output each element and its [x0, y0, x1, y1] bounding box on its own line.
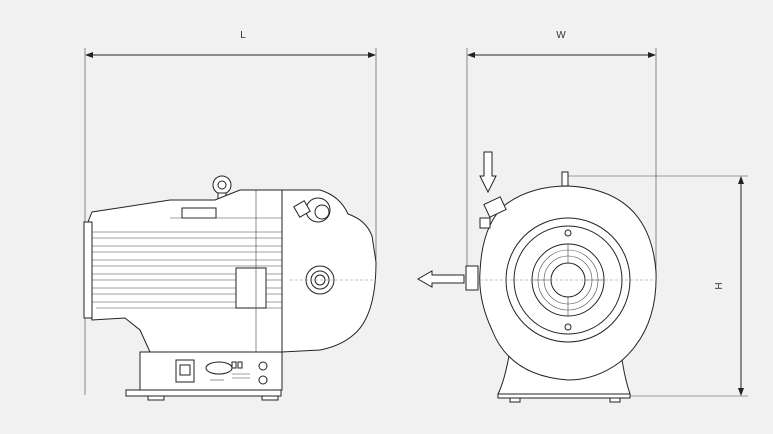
exhaust-port	[465, 265, 479, 291]
width-label: W	[556, 30, 566, 41]
control-panel	[125, 351, 283, 397]
terminal-box	[235, 267, 267, 309]
front-view: W H	[465, 30, 748, 403]
exhaust-arrow	[416, 270, 465, 288]
gas-ballast-valve	[293, 197, 331, 223]
side-view: L	[83, 30, 377, 401]
gas-ballast-side	[479, 196, 507, 229]
length-label: L	[240, 30, 246, 41]
height-label: H	[714, 282, 725, 289]
inlet-arrow	[479, 151, 497, 194]
